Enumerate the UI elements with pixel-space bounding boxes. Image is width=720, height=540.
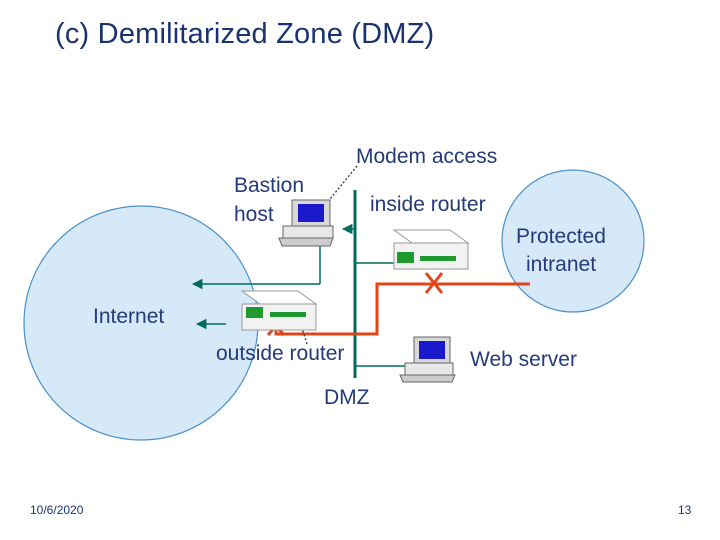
outside-router-label: outside router	[216, 342, 345, 365]
footer-date: 10/6/2020	[30, 503, 84, 517]
blocked-direct-path	[274, 282, 530, 336]
blocked-x-inside	[424, 272, 444, 294]
bastion-host-label-line2: host	[234, 203, 274, 226]
slide-title: (c) Demilitarized Zone (DMZ)	[55, 18, 435, 50]
internet-label: Internet	[93, 305, 165, 328]
bastion-host-computer	[278, 199, 334, 247]
modem-access-pointer	[329, 165, 358, 200]
protected-intranet-label-line2: intranet	[526, 253, 597, 276]
web-server-computer	[399, 336, 456, 383]
footer-page-number: 13	[678, 503, 692, 517]
bastion-host-label-line1: Bastion	[234, 174, 305, 197]
web-server-label: Web server	[470, 348, 577, 371]
dmz-label: DMZ	[324, 386, 370, 409]
protected-intranet-label-line1: Protected	[516, 225, 606, 248]
protected-intranet-cloud	[501, 169, 645, 313]
inside-router-label: inside router	[370, 193, 486, 216]
modem-access-label: Modem access	[356, 145, 498, 168]
outside-router-device	[240, 290, 318, 331]
inside-router-device	[392, 229, 470, 270]
